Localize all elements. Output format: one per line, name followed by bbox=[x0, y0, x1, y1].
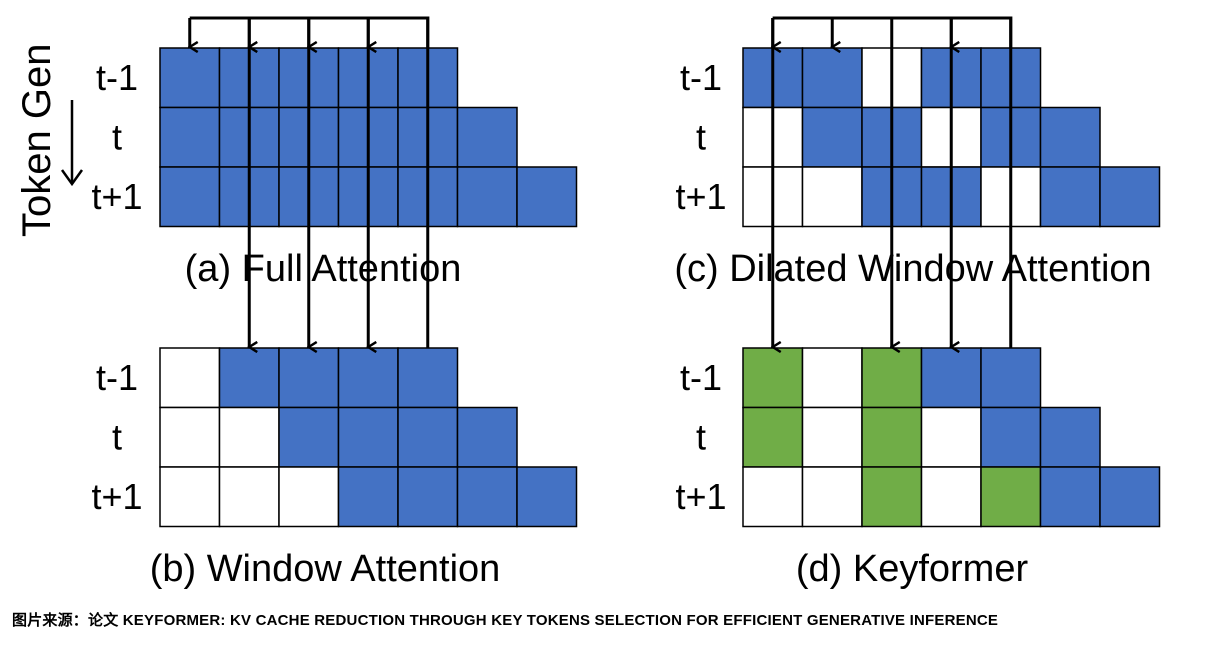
cell-r1-c2-key-token bbox=[861, 406, 923, 468]
cell-r1-c5-attend bbox=[1039, 106, 1101, 168]
cell-r2-c0-skip bbox=[159, 466, 221, 528]
row-label: t bbox=[696, 116, 706, 157]
figure-caption: 图片来源：论文 KEYFORMER: KV CACHE REDUCTION TH… bbox=[12, 612, 999, 629]
cell-r2-c5-attend bbox=[1039, 466, 1101, 528]
cell-r0-c1-attend bbox=[218, 347, 280, 409]
cell-r2-c6-attend bbox=[1099, 466, 1161, 528]
cell-r2-c4-attend bbox=[397, 466, 459, 528]
cell-r2-c5-attend bbox=[456, 466, 518, 528]
cell-r2-c6-attend bbox=[516, 166, 578, 228]
cell-r2-c0-attend bbox=[159, 166, 221, 228]
cell-r0-c0-attend bbox=[159, 47, 221, 109]
cell-r2-c2-key-token bbox=[861, 466, 923, 528]
panel-keyformer: t-1 t t+1 (d) Keyformer bbox=[675, 16, 1161, 590]
token-gen-arrow bbox=[60, 100, 84, 187]
panel-dilated-window-attention: t-1 t t+1 (c) Dilated Window Attention bbox=[674, 16, 1161, 290]
cell-r2-c3-attend bbox=[337, 466, 399, 528]
cell-r0-c4-attend bbox=[397, 347, 459, 409]
cell-r2-c5-attend bbox=[1039, 166, 1101, 228]
panel-title: (d) Keyformer bbox=[796, 548, 1029, 590]
cell-r2-c6-attend bbox=[516, 466, 578, 528]
cell-r0-c2-key-token bbox=[861, 347, 923, 409]
cell-r1-c1-attend bbox=[801, 106, 863, 168]
row-label: t-1 bbox=[96, 57, 138, 98]
cell-r2-c0-skip bbox=[742, 466, 804, 528]
panel-title: (b) Window Attention bbox=[150, 548, 501, 590]
cell-r0-c1-skip bbox=[801, 347, 863, 409]
cell-r0-c2-attend bbox=[278, 347, 340, 409]
cell-r2-c5-attend bbox=[456, 166, 518, 228]
cell-r0-c3-attend bbox=[337, 347, 399, 409]
panel-full-attention: t-1 t t+1 (a) Full Attention bbox=[91, 16, 578, 290]
cell-r1-c2-attend bbox=[278, 406, 340, 468]
cell-r1-c5-attend bbox=[456, 106, 518, 168]
cell-r0-c0-skip bbox=[159, 347, 221, 409]
cell-r0-c0-key-token bbox=[742, 347, 804, 409]
row-label: t+1 bbox=[675, 476, 726, 517]
cell-r1-c0-key-token bbox=[742, 406, 804, 468]
attention-bracket bbox=[773, 16, 1013, 348]
row-label: t bbox=[696, 416, 706, 457]
row-label: t bbox=[112, 416, 122, 457]
cell-r1-c5-attend bbox=[456, 406, 518, 468]
cell-r0-c3-attend bbox=[920, 347, 982, 409]
cell-r1-c4-attend bbox=[980, 406, 1042, 468]
cell-r0-c4-attend bbox=[980, 347, 1042, 409]
cell-r2-c2-skip bbox=[278, 466, 340, 528]
cell-r1-c1-skip bbox=[218, 406, 280, 468]
row-label: t bbox=[112, 116, 122, 157]
panel-title: (c) Dilated Window Attention bbox=[674, 248, 1151, 290]
row-label: t-1 bbox=[680, 357, 722, 398]
cell-r2-c1-skip bbox=[801, 166, 863, 228]
cell-r2-c6-attend bbox=[1099, 166, 1161, 228]
attention-bracket bbox=[249, 16, 430, 348]
panel-title: (a) Full Attention bbox=[185, 248, 462, 290]
cell-r1-c3-skip bbox=[920, 406, 982, 468]
row-label: t+1 bbox=[91, 176, 142, 217]
cell-r2-c1-skip bbox=[218, 466, 280, 528]
cell-r1-c5-attend bbox=[1039, 406, 1101, 468]
cell-r1-c1-skip bbox=[801, 406, 863, 468]
panel-window-attention: t-1tt+1(b) Window Attention bbox=[91, 16, 578, 590]
cell-r0-c1-attend bbox=[801, 47, 863, 109]
cell-r2-c4-key-token bbox=[980, 466, 1042, 528]
row-label: t-1 bbox=[96, 357, 138, 398]
cell-r2-c3-skip bbox=[920, 466, 982, 528]
row-label: t+1 bbox=[675, 176, 726, 217]
cell-r1-c4-attend bbox=[397, 406, 459, 468]
row-label: t-1 bbox=[680, 57, 722, 98]
row-label: t+1 bbox=[91, 476, 142, 517]
cell-r1-c3-attend bbox=[337, 406, 399, 468]
cell-r1-c0-attend bbox=[159, 106, 221, 168]
token-gen-axis-label: Token Gen bbox=[15, 44, 59, 237]
cell-r1-c0-skip bbox=[159, 406, 221, 468]
cell-r2-c1-skip bbox=[801, 466, 863, 528]
